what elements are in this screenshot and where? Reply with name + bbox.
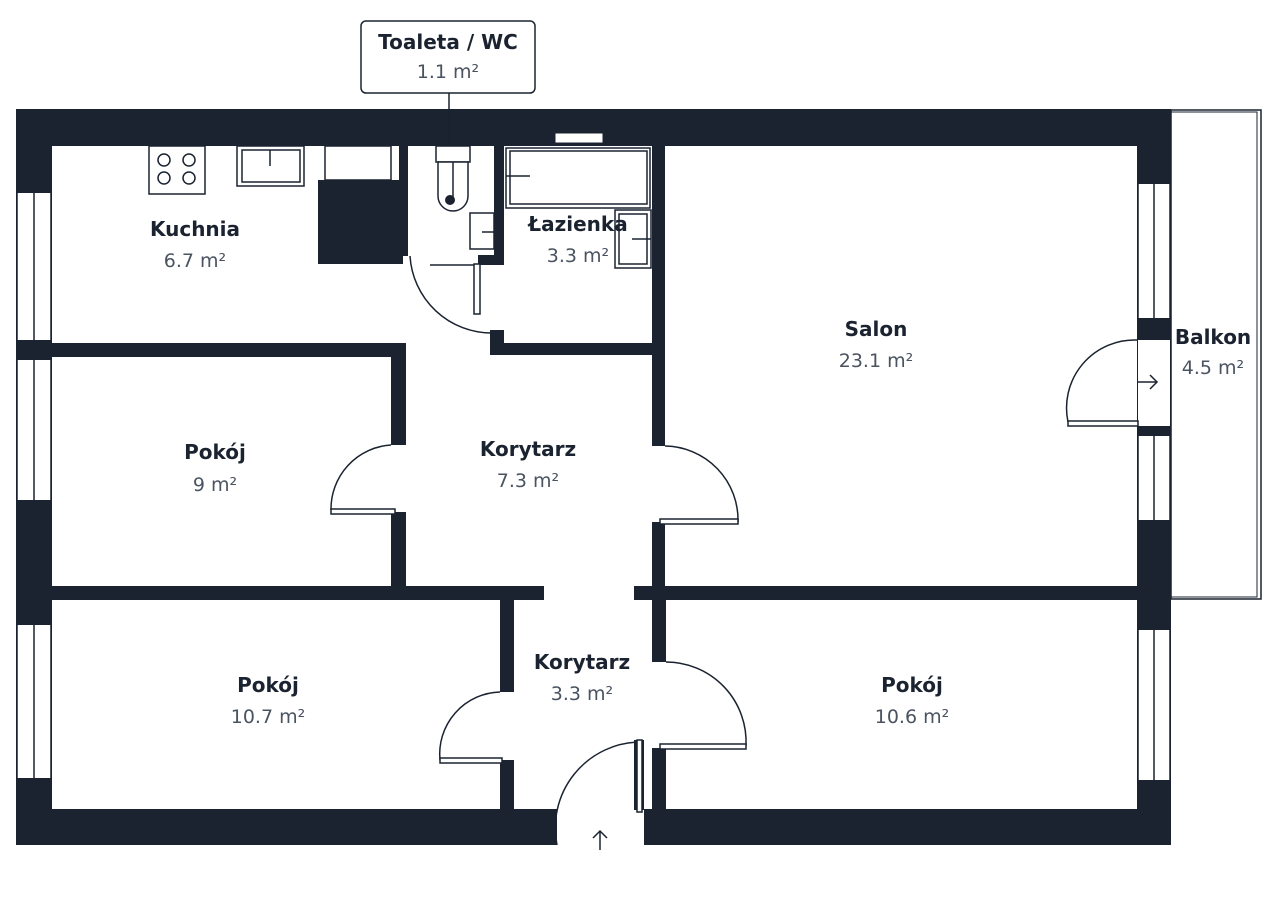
room-area-balkon: 4.5 m²	[1182, 357, 1244, 379]
wc-callout-box	[360, 20, 536, 94]
doors	[330, 255, 1139, 846]
wc-sink-icon	[469, 212, 495, 250]
toilet-icon	[435, 145, 471, 212]
room-area-kuchnia: 6.7 m²	[164, 250, 226, 272]
room-area-toaleta: 1.1 m²	[417, 61, 479, 83]
windows	[16, 184, 1171, 780]
bathroom-vent	[554, 132, 604, 144]
bathtub-icon	[505, 147, 651, 209]
balcony-rail	[1170, 111, 1258, 598]
room-name-pokoj-b: Pokój	[237, 673, 299, 697]
room-area-korytarz-b: 3.3 m²	[551, 683, 613, 705]
entrance-arrow-icon	[592, 829, 608, 850]
room-name-pokoj-c: Pokój	[881, 673, 943, 697]
room-name-toaleta: Toaleta / WC	[378, 30, 518, 54]
room-area-salon: 23.1 m²	[839, 350, 913, 372]
counter	[324, 145, 392, 181]
room-name-pokoj-a: Pokój	[184, 440, 246, 464]
room-name-kuchnia: Kuchnia	[150, 217, 240, 241]
room-area-pokoj-a: 9 m²	[193, 474, 237, 496]
sink-icon	[236, 145, 305, 187]
room-name-salon: Salon	[845, 317, 908, 341]
bathroom-sink-icon	[614, 209, 652, 269]
room-area-pokoj-b: 10.7 m²	[231, 706, 305, 728]
room-area-korytarz-a: 7.3 m²	[497, 470, 559, 492]
interior-walls	[16, 146, 1137, 810]
room-area-lazienka: 3.3 m²	[547, 245, 609, 267]
room-name-balkon: Balkon	[1175, 325, 1251, 349]
room-name-lazienka: Łazienka	[527, 212, 627, 236]
room-name-korytarz-b: Korytarz	[534, 650, 630, 674]
balcony-arrow-icon	[1138, 374, 1159, 390]
room-name-korytarz-a: Korytarz	[480, 437, 576, 461]
stove-icon	[148, 145, 206, 195]
room-area-pokoj-c: 10.6 m²	[875, 706, 949, 728]
balcony-outline	[1170, 109, 1262, 600]
